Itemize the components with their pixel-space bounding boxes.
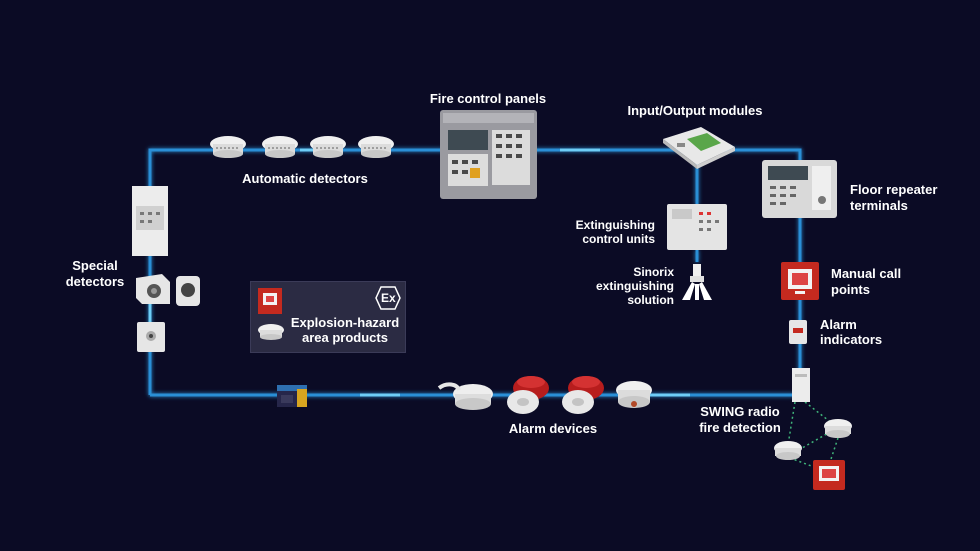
smoke-detector-icon bbox=[824, 419, 852, 438]
sounder-icon bbox=[507, 376, 549, 414]
ex-symbol-text: Ex bbox=[381, 291, 396, 305]
label-swing-2: fire detection bbox=[699, 420, 781, 435]
label-automatic-detectors: Automatic detectors bbox=[242, 171, 368, 186]
manual-call-point-icon bbox=[258, 288, 282, 314]
smoke-detector-icon bbox=[262, 136, 298, 158]
extinguishing-unit-icon bbox=[667, 204, 727, 250]
smoke-detector-icon bbox=[258, 324, 284, 340]
alarm-indicator-icon bbox=[789, 320, 807, 344]
label-sinorix-3: solution bbox=[627, 293, 674, 307]
smoke-detector-icon bbox=[210, 136, 246, 158]
label-manual-call-1: Manual call bbox=[831, 266, 902, 281]
sinorix-nozzle-icon bbox=[682, 264, 712, 300]
interface-module-icon bbox=[277, 385, 307, 407]
smoke-detector-icon bbox=[310, 136, 346, 158]
label-special-detectors-2: detectors bbox=[65, 274, 125, 289]
special-detector-icon bbox=[137, 322, 165, 352]
label-fire-control-panels: Fire control panels bbox=[429, 91, 547, 106]
label-alarm-indicators-1: Alarm bbox=[820, 317, 857, 332]
label-explosion-2: area products bbox=[302, 330, 388, 345]
label-alarm-devices: Alarm devices bbox=[508, 421, 598, 436]
io-module-icon bbox=[663, 127, 735, 169]
label-special-detectors-1: Special bbox=[72, 258, 118, 273]
smoke-detector-icon bbox=[774, 441, 802, 460]
label-manual-call-2: points bbox=[831, 282, 870, 297]
repeater-terminal-icon bbox=[762, 160, 837, 218]
radio-gateway-icon bbox=[792, 368, 810, 402]
smoke-detector-icon bbox=[358, 136, 394, 158]
label-io-modules: Input/Output modules bbox=[627, 103, 763, 118]
special-detector-icon bbox=[132, 186, 168, 256]
label-floor-repeater-1: Floor repeater bbox=[850, 182, 938, 197]
label-extinguishing-2: control units bbox=[582, 232, 655, 246]
fire-control-panel-icon bbox=[440, 110, 537, 199]
special-detector-icon bbox=[176, 276, 200, 306]
label-sinorix-1: Sinorix bbox=[633, 265, 674, 279]
special-detector-icon bbox=[136, 274, 170, 304]
smoke-detector-icon bbox=[616, 381, 652, 408]
label-sinorix-2: extinguishing bbox=[596, 279, 674, 293]
sounder-icon bbox=[562, 376, 604, 414]
manual-call-point-icon bbox=[813, 460, 845, 490]
label-floor-repeater-2: terminals bbox=[850, 198, 908, 213]
label-extinguishing-1: Extinguishing bbox=[575, 218, 655, 232]
label-alarm-indicators-2: indicators bbox=[820, 332, 883, 347]
manual-call-point-icon bbox=[781, 262, 819, 300]
sounder-icon bbox=[437, 382, 493, 410]
label-explosion-1: Explosion-hazard bbox=[290, 315, 400, 330]
ex-symbol-icon bbox=[375, 286, 401, 310]
label-swing-1: SWING radio bbox=[700, 404, 780, 419]
